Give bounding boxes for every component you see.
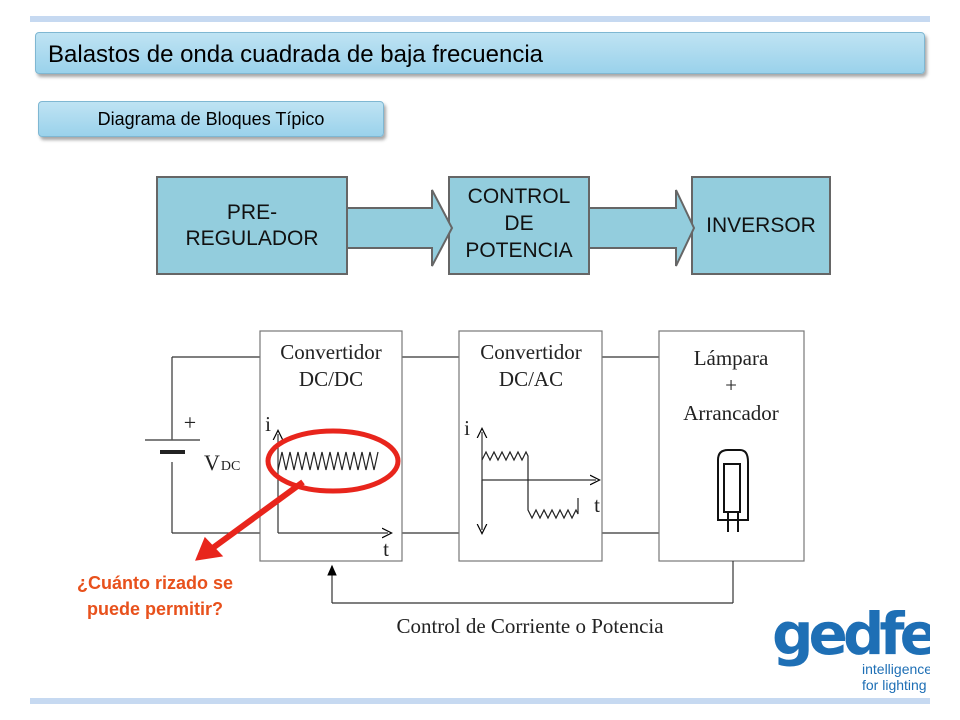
block-arrow-1 [346, 189, 454, 267]
block-diagram: PRE- REGULADOR CONTROL DE POTENCIA INVER… [156, 176, 831, 275]
dcac-axis-t-label: t [594, 493, 600, 517]
block-2-line-2: DE [504, 212, 533, 235]
box-lamp [658, 330, 805, 562]
box-dcac [458, 330, 603, 562]
top-divider [30, 16, 930, 22]
lamp-label-line-3: Arrancador [683, 401, 779, 425]
question-line-1: ¿Cuánto rizado se [76, 573, 233, 593]
title-banner: Balastos de onda cuadrada de baja frecue… [35, 32, 925, 74]
circuit-diagram [145, 330, 805, 604]
block-inversor [691, 176, 831, 275]
battery-label-main: V [204, 450, 220, 475]
block-arrow-2 [588, 189, 696, 267]
box-dcdc [259, 330, 403, 562]
logo-tagline-1: intelligence [862, 661, 930, 677]
ripple-question: ¿Cuánto rizado se puede permitir? [40, 570, 270, 622]
logo-brand: gedfe [772, 600, 930, 668]
battery-label: VDC [204, 450, 240, 475]
dcac-square-waveform [481, 450, 579, 520]
bottom-divider [30, 698, 930, 704]
page-subtitle: Diagrama de Bloques Típico [97, 109, 325, 129]
dcac-label-line-2: DC/AC [499, 367, 563, 391]
question-line-2: puede permitir? [86, 599, 224, 619]
dcac-axis-i-label: i [464, 416, 470, 440]
subtitle-banner: Diagrama de Bloques Típico [38, 101, 384, 137]
dcac-label-line-1: Convertidor [480, 340, 581, 364]
gedfe-logo: gedfe intelligence for lighting [772, 600, 930, 693]
highlight-arrow-line [208, 479, 305, 553]
feedback-label: Control de Corriente o Potencia [396, 614, 664, 638]
lamp-icon [717, 449, 749, 532]
lamp-label-line-2: + [725, 373, 737, 397]
block-2-line-3: POTENCIA [465, 239, 572, 262]
lamp-label-line-1: Lámpara [694, 346, 769, 370]
block-pre-regulador [156, 176, 348, 275]
dcdc-ripple-waveform [277, 451, 379, 471]
battery-plus-label: + [184, 410, 196, 435]
block-1-line-1: PRE- [227, 201, 277, 224]
highlight-arrow-head [195, 536, 224, 561]
dcdc-label-line-2: DC/DC [299, 367, 363, 391]
ripple-highlight-ellipse [265, 428, 401, 494]
dcdc-label-line-1: Convertidor [280, 340, 381, 364]
logo-tagline-2: for lighting [862, 677, 927, 693]
block-2-line-1: CONTROL [468, 185, 571, 208]
dcdc-axis-i-label: i [265, 412, 271, 436]
block-3-line-1: INVERSOR [706, 214, 816, 237]
dcdc-axis-t-label: t [383, 537, 389, 561]
battery-label-subscript: DC [221, 459, 240, 474]
block-1-line-2: REGULADOR [185, 227, 318, 250]
page-title: Balastos de onda cuadrada de baja frecue… [48, 41, 544, 68]
